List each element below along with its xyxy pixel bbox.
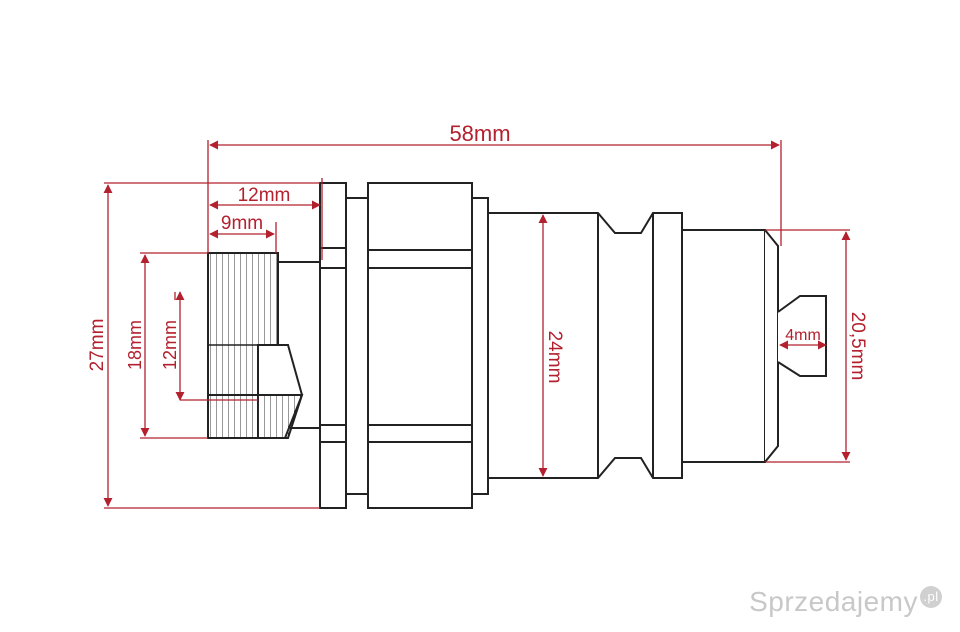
label-58mm: 58mm bbox=[449, 121, 510, 146]
label-18mm: 18mm bbox=[125, 320, 145, 370]
watermark-suffix: .pl bbox=[920, 586, 942, 608]
watermark-brand: Sprzedajemy bbox=[749, 586, 918, 617]
thread-section-lower bbox=[207, 394, 304, 439]
collar-ring bbox=[319, 182, 347, 509]
hex-body bbox=[367, 182, 473, 509]
watermark: Sprzedajemy.pl bbox=[749, 586, 942, 618]
valve-pin bbox=[777, 295, 827, 377]
label-12mm-vertical: 12mm bbox=[160, 320, 180, 370]
label-24mm: 24mm bbox=[544, 331, 565, 384]
label-27mm: 27mm bbox=[87, 319, 108, 372]
coupling-part bbox=[207, 182, 827, 509]
label-12mm-horizontal: 12mm bbox=[238, 185, 291, 206]
tip-chamfer bbox=[764, 229, 779, 463]
collar-connector bbox=[345, 197, 369, 495]
body-step bbox=[471, 197, 489, 495]
label-4mm: 4mm bbox=[785, 327, 821, 344]
label-9mm: 9mm bbox=[221, 213, 263, 234]
nipple bbox=[487, 212, 766, 479]
dimension-lines bbox=[103, 140, 851, 509]
label-20-5mm: 20,5mm bbox=[847, 312, 868, 381]
